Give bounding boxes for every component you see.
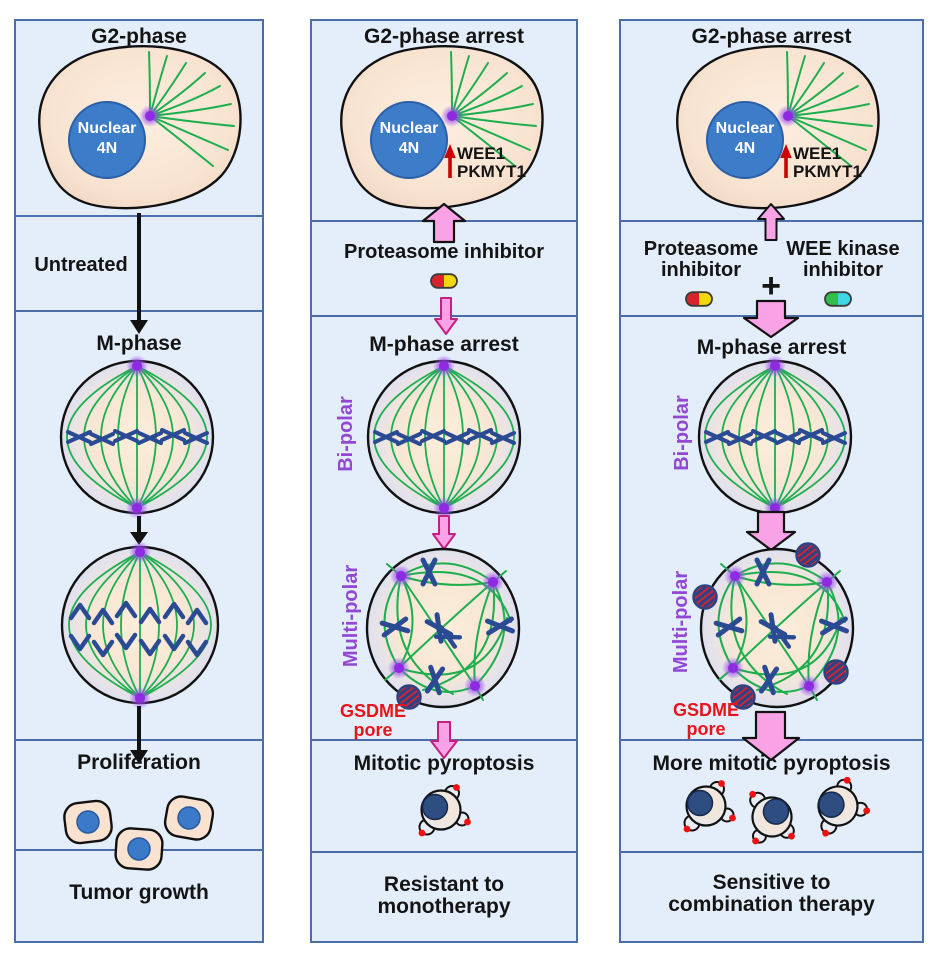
pyroptotic-cells-combo <box>682 772 875 853</box>
arrow-combo-to-mphase <box>742 299 800 339</box>
proteasome-inhibitor-pill-icon-combo <box>685 291 713 307</box>
arrow-drug-to-mphase-mono <box>434 297 458 335</box>
panel-mono-result <box>310 851 578 943</box>
arrow-metaphase-to-anaphase <box>130 516 148 545</box>
arrow-untreated-to-mphase <box>130 213 148 334</box>
multipolar-cell-mono <box>367 549 519 707</box>
kinase-labels-mono: WEE1 PKMYT1 <box>457 145 567 180</box>
drug1-line1: Proteasome <box>643 238 759 260</box>
nucleus-line1: Nuclear <box>77 120 137 137</box>
treatment-label-mono: Proteasome inhibitor <box>343 241 545 263</box>
wee1-upregulation-arrow-combo <box>780 144 792 178</box>
result-line2: combination therapy <box>668 893 875 916</box>
arrow-drug-to-g2-combo <box>757 203 785 241</box>
plus-sign: + <box>761 267 781 305</box>
mphase-title-untreated: M-phase <box>96 332 182 355</box>
mphase-title-mono: M-phase arrest <box>369 333 519 356</box>
phase-title-mono: G2-phase arrest <box>364 25 524 48</box>
phase-title-untreated: G2-phase <box>91 25 187 48</box>
drug2-line1: WEE kinase <box>786 238 900 260</box>
panel-untreated-result <box>14 849 264 943</box>
kinase-labels-combo: WEE1 PKMYT1 <box>793 145 903 180</box>
nucleus-label-combo: Nuclear 4N <box>685 119 805 159</box>
result-label-combo: Sensitive to combination therapy <box>619 872 924 916</box>
arrow-multipolar-to-pyroptosis-mono <box>430 721 458 759</box>
multipolar-label-mono: Multi-polar <box>340 564 362 668</box>
wee1-upregulation-arrow-mono <box>444 144 456 178</box>
arrow-drug-to-g2-mono <box>421 202 467 244</box>
nucleus-line1: Nuclear <box>715 120 775 137</box>
phase-title-combo: G2-phase arrest <box>691 25 852 48</box>
multipolar-label-combo: Multi-polar <box>670 570 692 674</box>
gsdme-line2: pore <box>353 719 393 740</box>
pkmyt1-label: PKMYT1 <box>793 161 862 181</box>
bipolar-label-mono: Bi-polar <box>335 396 357 472</box>
metaphase-cell-untreated <box>61 355 213 519</box>
result-line1: Resistant to <box>383 873 505 896</box>
nucleus-line2: 4N <box>734 140 756 157</box>
drug1-line2: inhibitor <box>661 259 741 281</box>
gsdme-line2: pore <box>686 718 726 739</box>
pyroptotic-cell-mono <box>417 782 472 838</box>
mphase-title-combo: M-phase arrest <box>696 336 847 359</box>
gsdme-pore-label-combo: GSDME pore <box>659 701 753 738</box>
wee1-label: WEE1 <box>793 144 842 163</box>
outcome-title-combo: More mitotic pyroptosis <box>652 752 891 775</box>
gsdme-pore-label-mono: GSDME pore <box>326 702 420 739</box>
nucleus-line2: 4N <box>96 140 118 157</box>
arrow-anaphase-to-proliferation <box>130 706 148 764</box>
panel-combo-result <box>619 851 924 943</box>
wee1-label: WEE1 <box>457 144 506 163</box>
arrow-bipolar-to-multipolar-combo <box>745 510 797 552</box>
result-label-mono: Resistant to monotherapy <box>310 874 578 918</box>
outcome-title-mono: Mitotic pyroptosis <box>353 752 535 775</box>
wee-kinase-inhibitor-pill-icon <box>824 291 852 307</box>
result-line2: monotherapy <box>377 895 511 918</box>
proliferating-cells <box>61 793 217 872</box>
drug2-line2: inhibitor <box>803 259 883 281</box>
gsdme-line1: GSDME <box>672 700 739 720</box>
pkmyt1-label: PKMYT1 <box>457 161 526 181</box>
outcome-title-untreated: Proliferation <box>77 751 201 774</box>
result-label-untreated: Tumor growth <box>69 881 209 904</box>
wee-kinase-inhibitor-label: WEE kinase inhibitor <box>782 239 904 281</box>
bipolar-cell-mono <box>368 355 520 519</box>
proteasome-inhibitor-label: Proteasome inhibitor <box>640 239 762 281</box>
result-line1: Sensitive to <box>712 871 831 894</box>
nucleus-line2: 4N <box>398 140 420 157</box>
bipolar-label-combo: Bi-polar <box>671 395 693 471</box>
treatment-label-untreated: Untreated <box>34 254 128 276</box>
proteasome-inhibitor-pill-icon <box>430 273 458 289</box>
gsdme-line1: GSDME <box>339 701 406 721</box>
nucleus-line1: Nuclear <box>379 120 439 137</box>
arrow-bipolar-to-multipolar-mono <box>432 515 456 550</box>
nucleus-label-mono: Nuclear 4N <box>349 119 469 159</box>
arrow-multipolar-to-pyroptosis-combo <box>741 710 801 762</box>
bipolar-cell-combo <box>699 355 851 519</box>
anaphase-cell-untreated <box>62 541 218 709</box>
nucleus-label-untreated: Nuclear 4N <box>47 119 167 159</box>
